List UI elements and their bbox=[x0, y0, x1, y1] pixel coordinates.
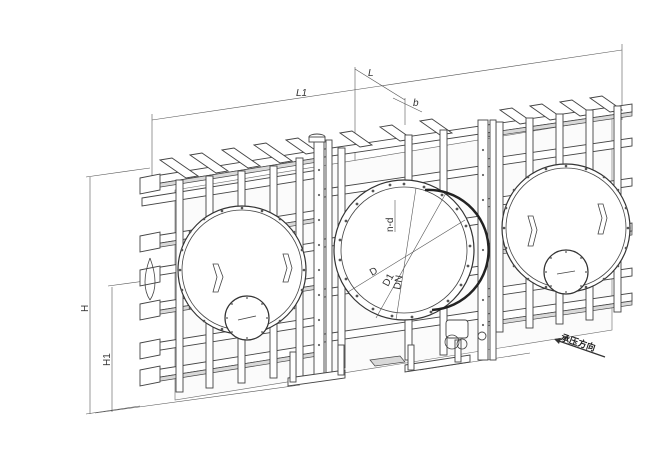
right-door-manhole bbox=[543, 249, 589, 295]
right-door-handle-2 bbox=[597, 203, 608, 235]
left-door bbox=[177, 205, 307, 341]
label-n-d: n-d bbox=[385, 218, 396, 232]
dimension-h1: H1 bbox=[102, 280, 146, 412]
leader-d1 bbox=[375, 192, 447, 319]
right-door-bolts bbox=[502, 164, 630, 292]
dimension-l1: L1 bbox=[151, 44, 623, 178]
label-l: L bbox=[368, 68, 374, 79]
right-door bbox=[501, 163, 631, 295]
left-door-handle-1 bbox=[212, 263, 224, 293]
center-flange-bolts bbox=[338, 182, 472, 319]
left-door-bolts bbox=[178, 206, 306, 334]
label-l1: L1 bbox=[296, 88, 307, 99]
dimension-h: H bbox=[80, 167, 151, 415]
left-end-brackets bbox=[139, 173, 161, 387]
leader-dn bbox=[395, 187, 417, 321]
ground-line-left bbox=[94, 384, 301, 414]
label-b: b bbox=[413, 98, 419, 109]
label-d1: D1 bbox=[381, 272, 397, 289]
leader-d bbox=[347, 219, 466, 293]
left-door-handle-2 bbox=[282, 253, 293, 283]
label-dn: DN bbox=[392, 274, 405, 290]
electric-actuator bbox=[444, 319, 487, 350]
center-flange: D D1 DN n-d bbox=[333, 179, 490, 321]
label-h: H bbox=[80, 305, 91, 312]
label-d: D bbox=[368, 265, 380, 278]
label-h1: H1 bbox=[102, 353, 113, 366]
left-door-manhole bbox=[224, 295, 270, 341]
support-stands bbox=[287, 339, 471, 387]
right-door-handle-1 bbox=[527, 215, 538, 247]
dimension-b: b bbox=[392, 97, 423, 113]
guide-columns bbox=[308, 119, 497, 376]
